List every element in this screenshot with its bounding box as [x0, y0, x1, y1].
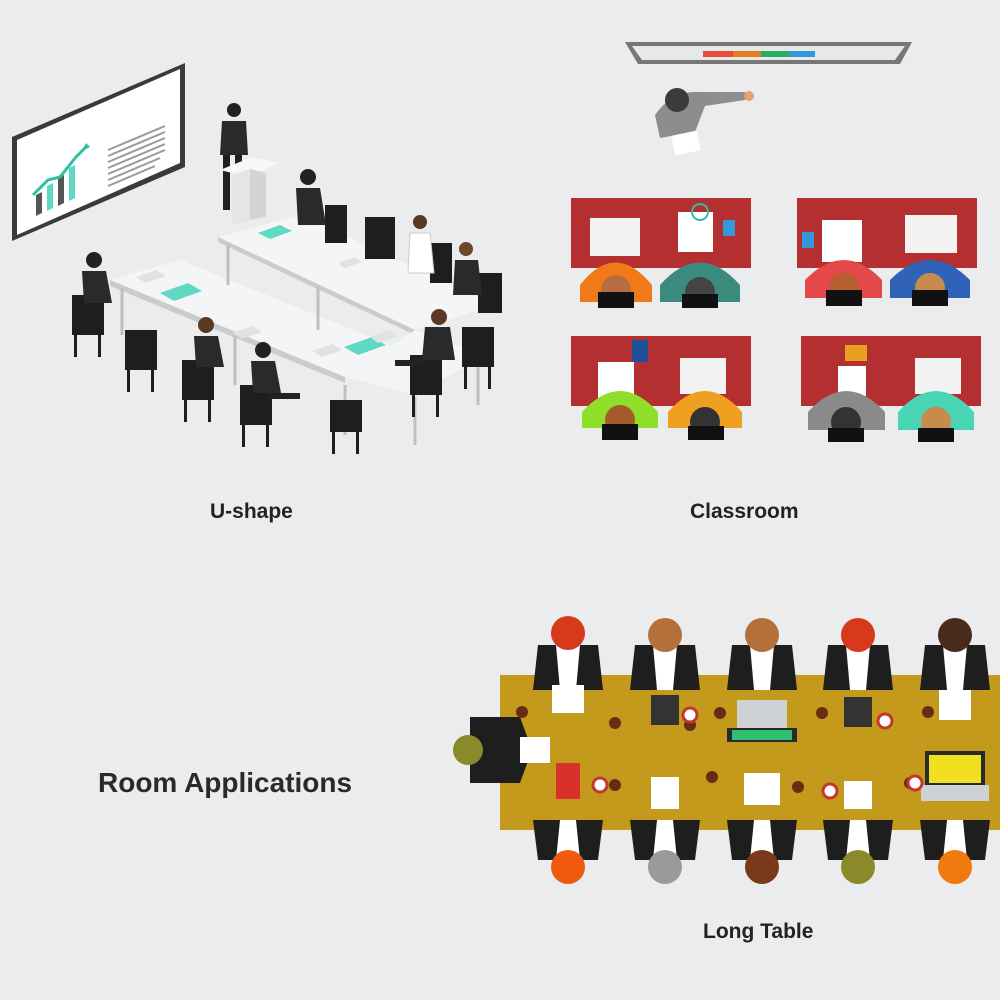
document-icon	[232, 326, 262, 339]
laptop-icon	[905, 215, 957, 253]
laptop-icon	[590, 218, 640, 256]
chair	[330, 400, 362, 454]
laptop-icon	[737, 700, 787, 730]
person	[727, 773, 797, 884]
desk	[801, 336, 981, 442]
document-icon	[822, 220, 862, 262]
person	[823, 781, 893, 884]
ushape-illustration	[0, 55, 520, 465]
person	[453, 717, 550, 783]
chair	[72, 295, 104, 357]
desk	[571, 198, 751, 308]
long-table-illustration	[440, 605, 1000, 890]
bar-chart-icon	[31, 143, 90, 216]
laptop-icon	[915, 358, 961, 394]
document-icon	[136, 270, 166, 283]
person	[630, 777, 700, 884]
person	[453, 242, 482, 295]
document-icon	[312, 344, 342, 357]
chairs	[72, 205, 502, 454]
folder-icon	[258, 225, 292, 239]
clipboard-icon	[651, 777, 679, 809]
chair	[125, 330, 157, 392]
top-row-attendees	[533, 616, 990, 742]
person	[251, 342, 300, 399]
podium	[220, 157, 280, 225]
person	[823, 618, 893, 727]
chair	[240, 385, 272, 447]
whiteboard	[625, 42, 912, 64]
long-table-caption: Long Table	[703, 920, 814, 943]
person	[395, 309, 455, 366]
person	[194, 317, 224, 367]
laptop-icon	[680, 358, 726, 394]
person	[533, 616, 603, 713]
person	[727, 618, 797, 742]
person	[82, 252, 112, 303]
chair	[182, 360, 214, 422]
phone-icon	[802, 232, 814, 248]
folder-icon	[160, 283, 202, 301]
book-icon	[632, 340, 648, 362]
person	[920, 751, 990, 884]
document-icon	[520, 737, 550, 763]
person	[296, 169, 326, 225]
folder-icon	[344, 337, 386, 355]
teacher	[655, 88, 754, 156]
notebook-icon	[556, 763, 580, 799]
person	[407, 215, 435, 274]
presentation-screen	[12, 63, 185, 241]
person	[630, 618, 700, 725]
chair	[462, 327, 494, 389]
notebook-icon	[845, 345, 867, 361]
person	[533, 763, 603, 884]
classroom-caption: Classroom	[690, 500, 799, 523]
cup-saucers	[591, 706, 924, 800]
ushape-caption: U-shape	[210, 500, 293, 523]
desk	[571, 336, 751, 440]
calculator-icon	[723, 220, 735, 236]
chair	[325, 205, 347, 243]
chair	[430, 243, 452, 283]
attendees	[82, 169, 482, 399]
document-icon	[370, 330, 398, 343]
book-icon	[744, 773, 780, 805]
bottom-row-attendees	[533, 751, 990, 884]
clipboard-icon	[844, 781, 872, 809]
desk	[797, 198, 977, 306]
chair	[478, 273, 502, 313]
document-icon	[338, 257, 362, 268]
document-icon	[838, 366, 866, 396]
person	[920, 618, 990, 720]
chair	[365, 217, 395, 259]
classroom-illustration	[560, 40, 990, 460]
page-title: Room Applications	[98, 767, 353, 798]
